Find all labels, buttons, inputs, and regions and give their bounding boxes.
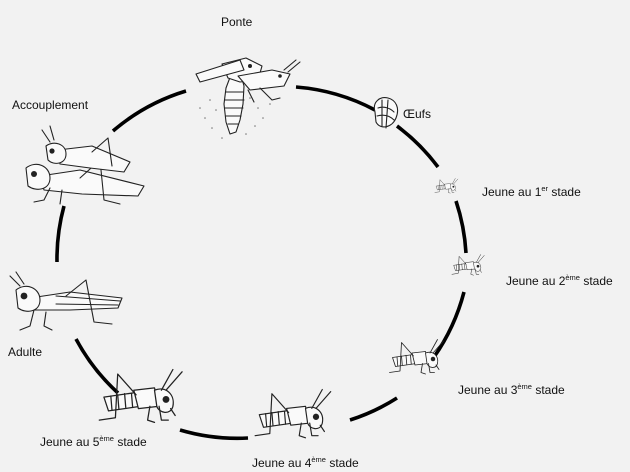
- label-adulte: Adulte: [8, 345, 42, 359]
- cycle-arc-ponte-oeufs: [295, 85, 376, 112]
- label-jeune1: Jeune au 1er stade: [482, 184, 581, 199]
- cycle-arc-jeune1-jeune2: [454, 200, 468, 254]
- accouplement-illustration: [25, 125, 145, 205]
- cycle-arc-jeune3-jeune4: [349, 396, 398, 422]
- cycle-arc-jeune4-jeune5: [179, 428, 249, 441]
- label-oeufs: Œufs: [403, 107, 431, 121]
- label-jeune3: Jeune au 3ème stade: [458, 382, 565, 397]
- cycle-arc-jeune2-jeune3: [432, 291, 466, 359]
- label-jeune4: Jeune au 4ème stade: [252, 455, 359, 470]
- label-ponte: Ponte: [221, 15, 253, 29]
- cycle-arc-adulte-accouplement: [55, 205, 66, 263]
- label-jeune5: Jeune au 5ème stade: [40, 434, 147, 449]
- ponte-illustration: [195, 57, 301, 139]
- oeufs-illustration: [373, 97, 399, 129]
- cycle-arc-oeufs-jeune1: [395, 124, 440, 169]
- adulte-illustration: [9, 271, 123, 331]
- soil-dots: [199, 97, 271, 139]
- cycle-arc-accouplement-ponte: [111, 89, 187, 133]
- label-accouplement: Accouplement: [12, 98, 89, 112]
- label-jeune2: Jeune au 2ème stade: [506, 273, 613, 288]
- cycle-arc-jeune5-adulte: [74, 338, 120, 395]
- cycle-ring: [55, 85, 468, 441]
